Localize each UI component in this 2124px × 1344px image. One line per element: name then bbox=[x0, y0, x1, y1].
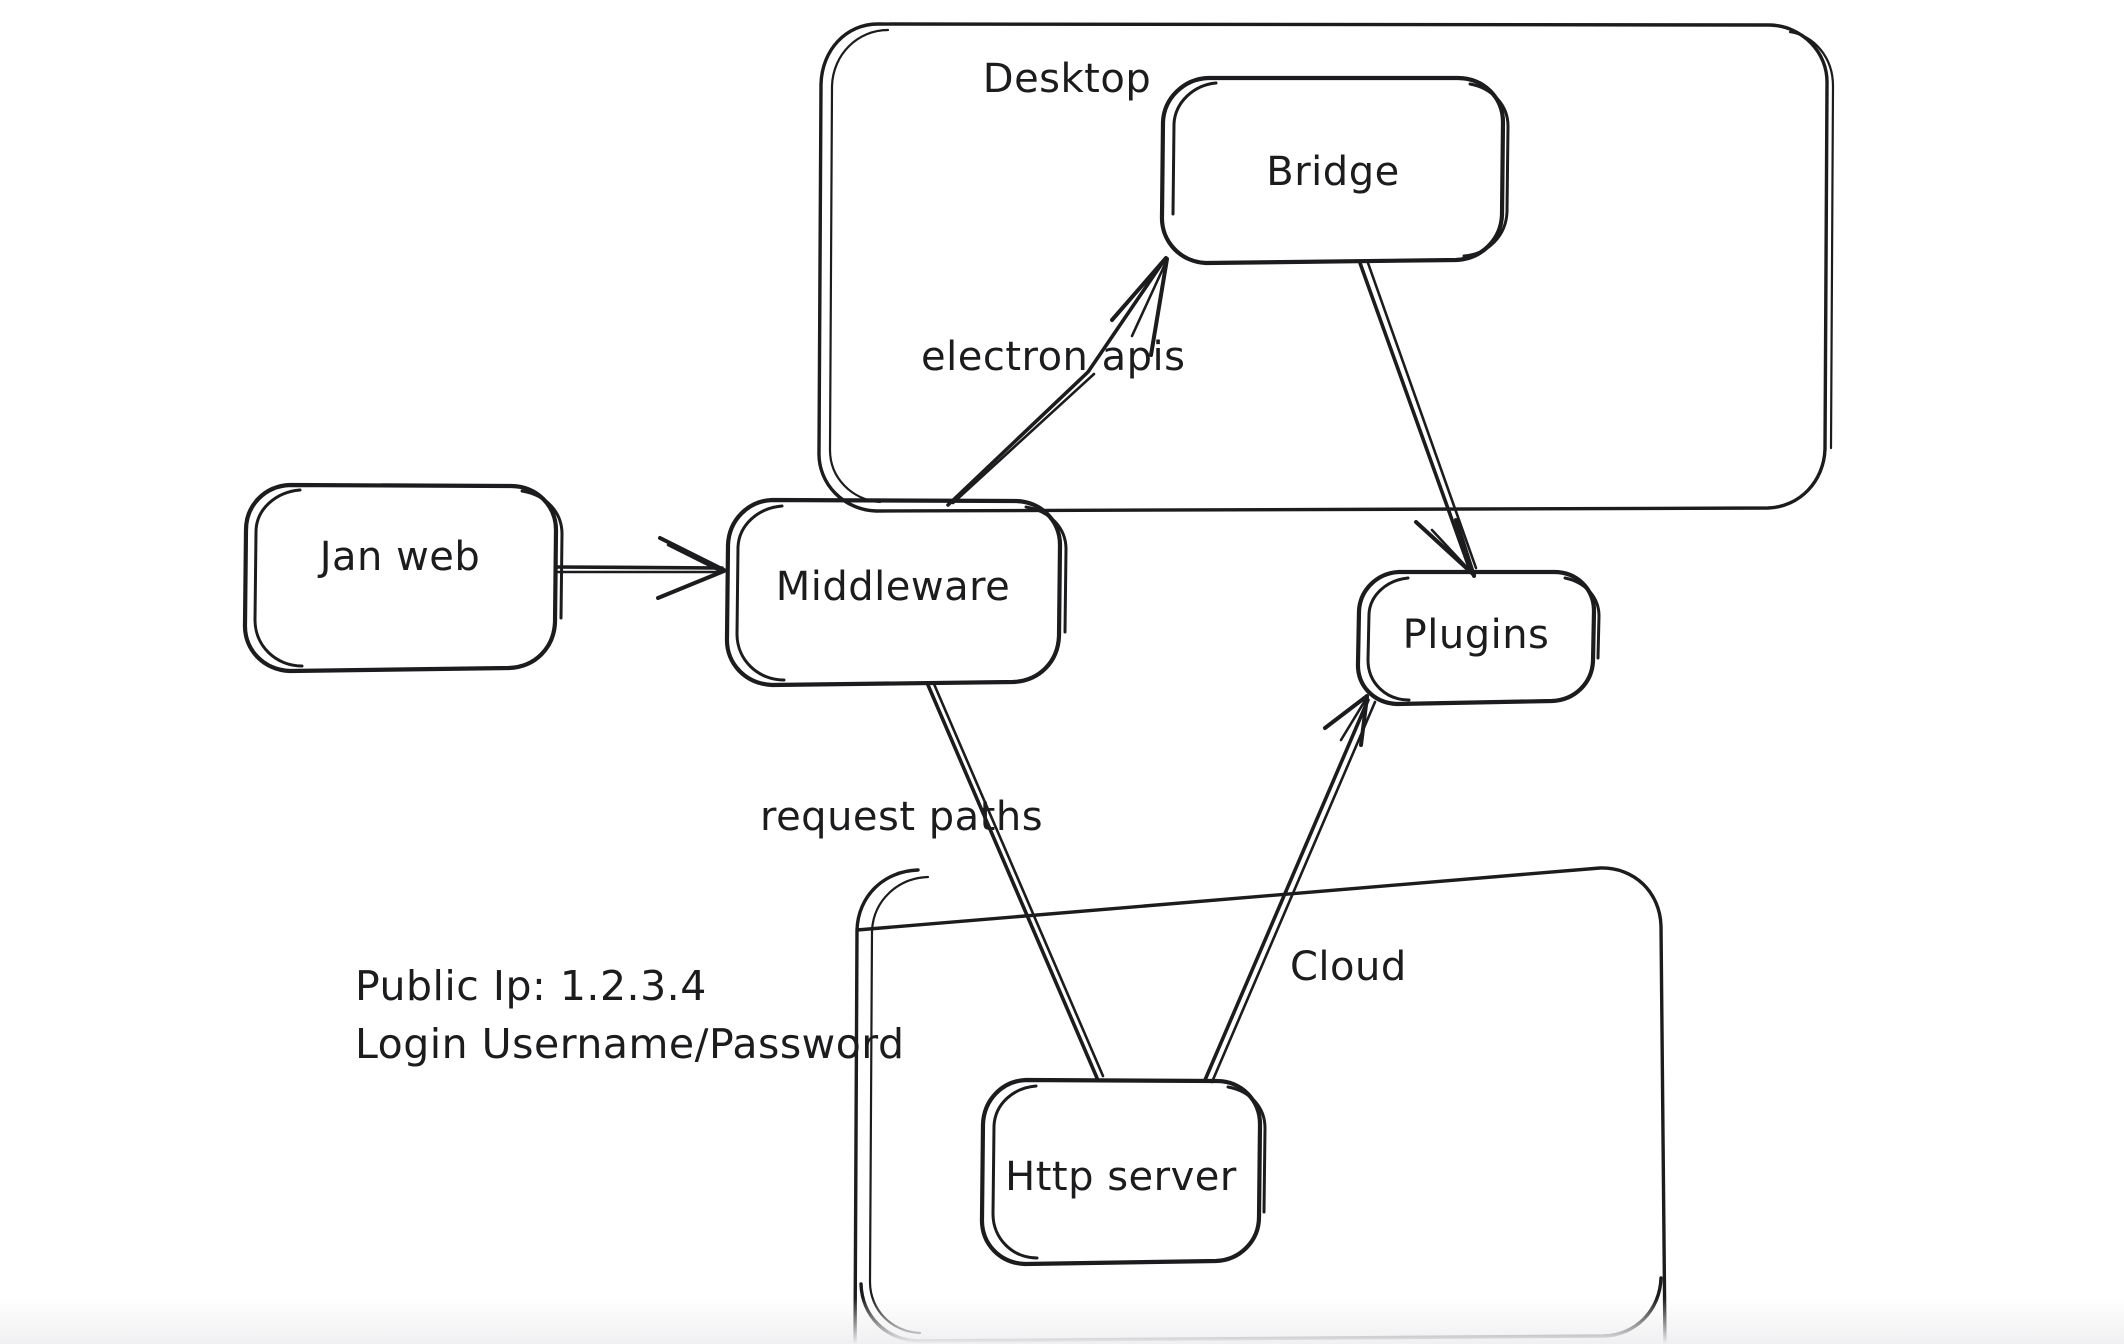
container-label-cloud: Cloud bbox=[1290, 944, 1407, 990]
container-cloud bbox=[853, 866, 1667, 1344]
node-label-middleware: Middleware bbox=[776, 564, 1011, 610]
node-label-jan-web: Jan web bbox=[317, 534, 481, 580]
node-plugins[interactable]: Plugins bbox=[1355, 569, 1601, 707]
node-label-plugins: Plugins bbox=[1403, 612, 1550, 658]
edge-httpserver-to-plugins bbox=[1203, 694, 1377, 1084]
node-jan-web[interactable]: Jan web bbox=[242, 482, 564, 674]
node-bridge[interactable]: Bridge bbox=[1159, 75, 1510, 266]
container-label-desktop: Desktop bbox=[983, 56, 1151, 102]
edge-label-electron-apis: electron apis bbox=[921, 334, 1185, 380]
node-label-http-server: Http server bbox=[1005, 1154, 1237, 1200]
edge-bridge-to-plugins bbox=[1358, 261, 1478, 578]
note-public-ip: Public Ip: 1.2.3.4 bbox=[355, 962, 707, 1010]
edge-label-request-paths: request paths bbox=[760, 794, 1043, 840]
node-middleware[interactable]: Middleware bbox=[724, 497, 1068, 688]
edge-janweb-to-middleware bbox=[554, 536, 726, 600]
edge-middleware-to-httpserver bbox=[926, 682, 1105, 1080]
note-login: Login Username/Password bbox=[355, 1020, 904, 1068]
edge-middleware-to-bridge bbox=[946, 256, 1169, 507]
node-label-bridge: Bridge bbox=[1266, 149, 1399, 195]
container-desktop bbox=[817, 22, 1835, 513]
node-http-server[interactable]: Http server bbox=[979, 1077, 1267, 1267]
